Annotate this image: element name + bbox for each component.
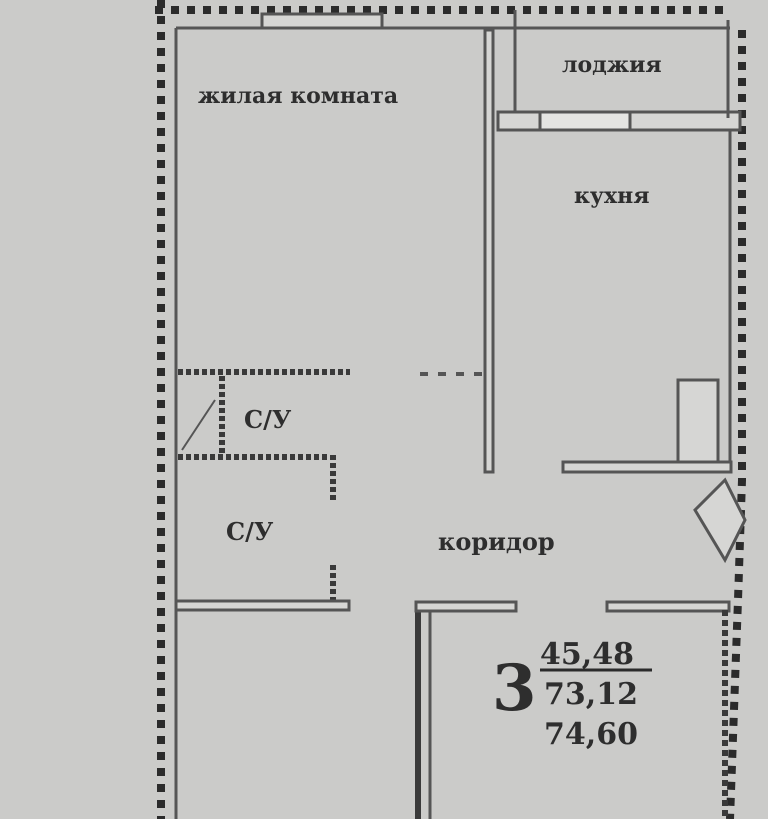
total-area-with-loggia: 74,60: [544, 717, 638, 752]
window: [260, 12, 384, 30]
partition-living-kitchen: [483, 28, 495, 474]
label-loggia: лоджия: [562, 52, 662, 78]
bathroom-fixture: [181, 399, 216, 451]
label-kitchen: кухня: [574, 183, 649, 209]
ventilation-shaft: [676, 378, 720, 464]
lower-room-top-wall-a: [414, 600, 518, 613]
label-living-room: жилая комната: [198, 83, 398, 109]
living-area: 45,48: [540, 637, 634, 672]
label-bathroom-2: С/У: [226, 517, 274, 546]
kitchen-bottom-wall: [561, 460, 733, 474]
label-corridor: коридор: [438, 527, 555, 556]
label-bathroom-1: С/У: [244, 405, 292, 434]
outer-wall-right: [726, 30, 746, 819]
rooms-count: 3: [492, 651, 537, 726]
lower-room-top-wall-b: [605, 600, 731, 613]
total-area: 73,12: [544, 677, 638, 712]
entrance-door: [693, 477, 747, 564]
loggia-door: [538, 110, 632, 132]
bathroom-bottom-wall: [174, 599, 351, 612]
